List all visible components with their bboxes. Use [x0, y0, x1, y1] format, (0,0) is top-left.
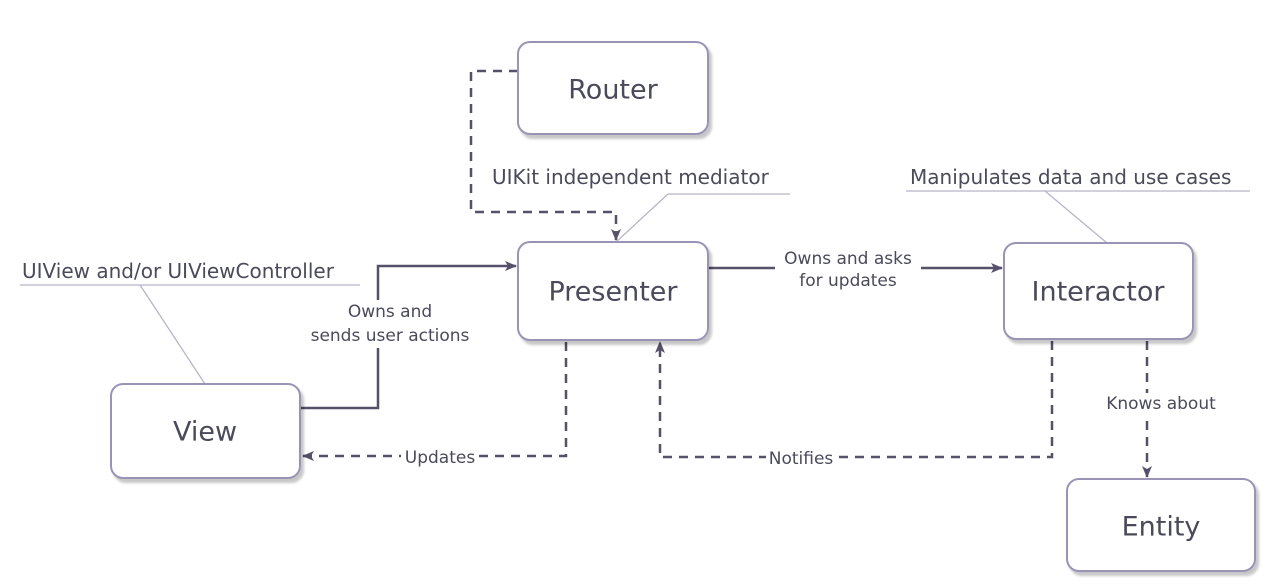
presenter-to-interactor-label-line2: for updates	[799, 271, 897, 291]
router-to-presenter-edge	[469, 69, 621, 241]
presenter-node-label: Presenter	[548, 277, 678, 308]
view-to-presenter-label-line1: Owns and	[348, 302, 432, 322]
router-node: Router	[517, 41, 709, 135]
interactor-to-presenter-label: Notifies	[766, 447, 836, 469]
entity-node-label: Entity	[1122, 512, 1201, 543]
interactor-node: Interactor	[1003, 242, 1194, 340]
view-annotation-leader	[139, 284, 206, 385]
presenter-to-view-edge	[302, 342, 568, 461]
router-annotation-leader	[614, 193, 669, 244]
presenter-to-interactor-label-line1: Owns and asks	[784, 249, 912, 269]
presenter-to-view-label: Updates	[401, 446, 479, 468]
view-node-label: View	[173, 417, 237, 448]
interactor-to-presenter-edge	[655, 341, 1054, 459]
interactor-node-label: Interactor	[1032, 277, 1166, 308]
interactor-annotation: Manipulates data and use cases	[910, 165, 1231, 189]
presenter-to-view-label-text: Updates	[405, 448, 476, 468]
entity-node: Entity	[1066, 478, 1256, 572]
router-node-label: Router	[568, 75, 658, 106]
view-to-presenter-label-line2: sends user actions	[311, 326, 470, 346]
presenter-node: Presenter	[517, 241, 709, 341]
interactor-to-entity-label-text: Knows about	[1106, 394, 1216, 414]
interactor-to-entity-label: Knows about	[1100, 393, 1224, 415]
view-node: View	[110, 383, 301, 479]
presenter-to-interactor-label: Owns and asks for updates	[775, 247, 921, 293]
router-annotation: UIKit independent mediator	[492, 165, 770, 189]
view-annotation: UIView and/or UIViewController	[22, 259, 335, 283]
interactor-annotation-leader	[1044, 190, 1108, 244]
interactor-to-presenter-label-text: Notifies	[769, 449, 834, 469]
view-to-presenter-label: Owns and sends user actions	[300, 300, 480, 348]
